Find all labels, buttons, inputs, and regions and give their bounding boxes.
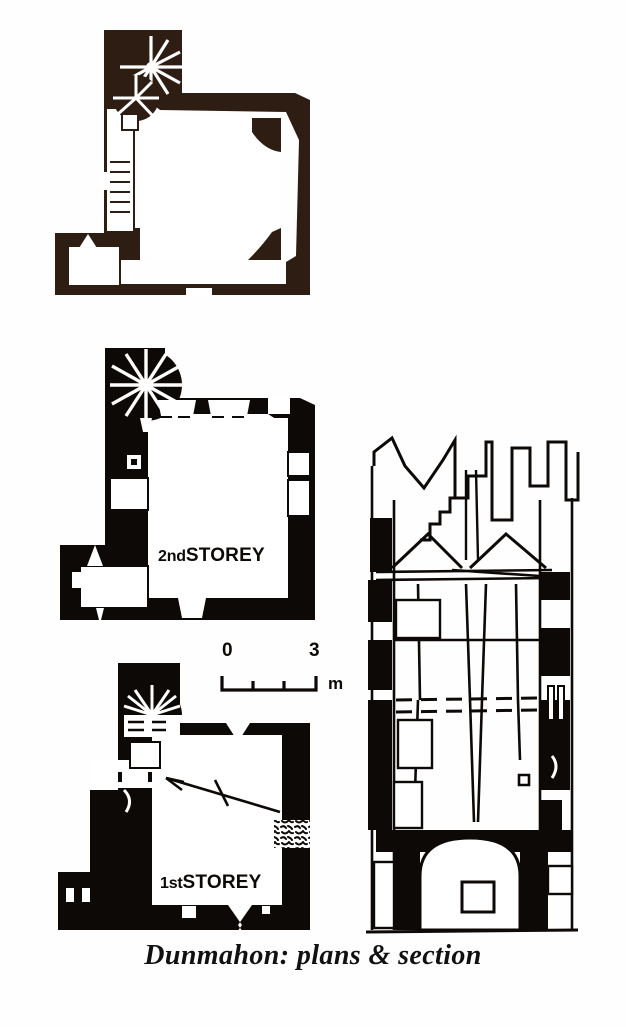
plan-second-storey (60, 348, 315, 620)
section-attic-floor (375, 568, 553, 582)
section-roof-gable-left (390, 531, 464, 570)
section-roof-gable-right (468, 531, 547, 570)
section-parapet-outline (372, 434, 580, 522)
section-small-loop-icon (517, 773, 531, 787)
section-stepped-gable (420, 496, 455, 542)
section-vault-haunch-left (394, 852, 420, 930)
plan3-wall-slits (113, 270, 212, 295)
plan1-wall-mass (58, 663, 310, 930)
cross-section-drawing (365, 434, 580, 934)
plan2-garderobe-chute-icon (96, 608, 104, 620)
plan1-south-openings (182, 906, 270, 918)
plan1-door-swing-icon (122, 788, 131, 813)
plan1-west-slits (66, 762, 102, 902)
plan3-stair-landing (121, 113, 139, 131)
plan3-spiral-stair-icon (113, 36, 182, 121)
section-merlon-right (528, 442, 550, 488)
section-vault-opening (460, 880, 496, 914)
section-flue-lines (464, 469, 480, 561)
plan2-east-embrasures (287, 451, 311, 517)
plan2-garderobe-triangle-icon (87, 545, 103, 566)
plan2-south-embrasure (178, 598, 206, 618)
plan2-south-slits (72, 572, 172, 588)
section-ground-line (365, 928, 579, 934)
plan-first-storey (58, 663, 310, 945)
plan1-south-embrasure (228, 905, 252, 945)
plan3-circular-opening-icon (204, 93, 226, 109)
plan1-inner-chamber (152, 735, 282, 905)
plan3-west-embrasure (100, 172, 110, 190)
plan1-spiral-stair-icon (122, 685, 182, 769)
plan2-west-embrasure (109, 477, 149, 511)
scale-bar-graphic (220, 676, 318, 692)
section-plinth-left (372, 860, 396, 930)
section-right-lower-opening (546, 864, 574, 896)
plan1-rubble-hatch (274, 820, 310, 848)
section-wall-left (368, 518, 392, 830)
plan3-corner-fillet-ne (252, 118, 281, 152)
plan2-inner-chamber (148, 418, 288, 598)
plan2-west-loop-icon (127, 455, 141, 469)
plan3-triangle-marker-icon (79, 234, 97, 248)
plan3-corner-fillet-se (248, 228, 281, 260)
section-right-loops (547, 685, 565, 721)
plan2-north-embrasures (158, 398, 290, 416)
plan2-garderobe-chamber (79, 565, 149, 609)
plan-third-storey (55, 30, 310, 295)
plan3-inner-chamber (142, 118, 281, 260)
section-vault-haunch-right (520, 852, 548, 930)
section-wall-recesses (392, 598, 442, 830)
plan3-garderobe-chamber (67, 245, 121, 287)
plan1-section-arrow-icon (165, 776, 281, 814)
plan1-north-embrasure (226, 723, 250, 768)
plan2-wall-mass (60, 348, 315, 620)
section-door-arc-icon (550, 755, 558, 779)
plan3-stair-treads (110, 161, 130, 213)
plan1-passage-jambs (118, 772, 152, 782)
